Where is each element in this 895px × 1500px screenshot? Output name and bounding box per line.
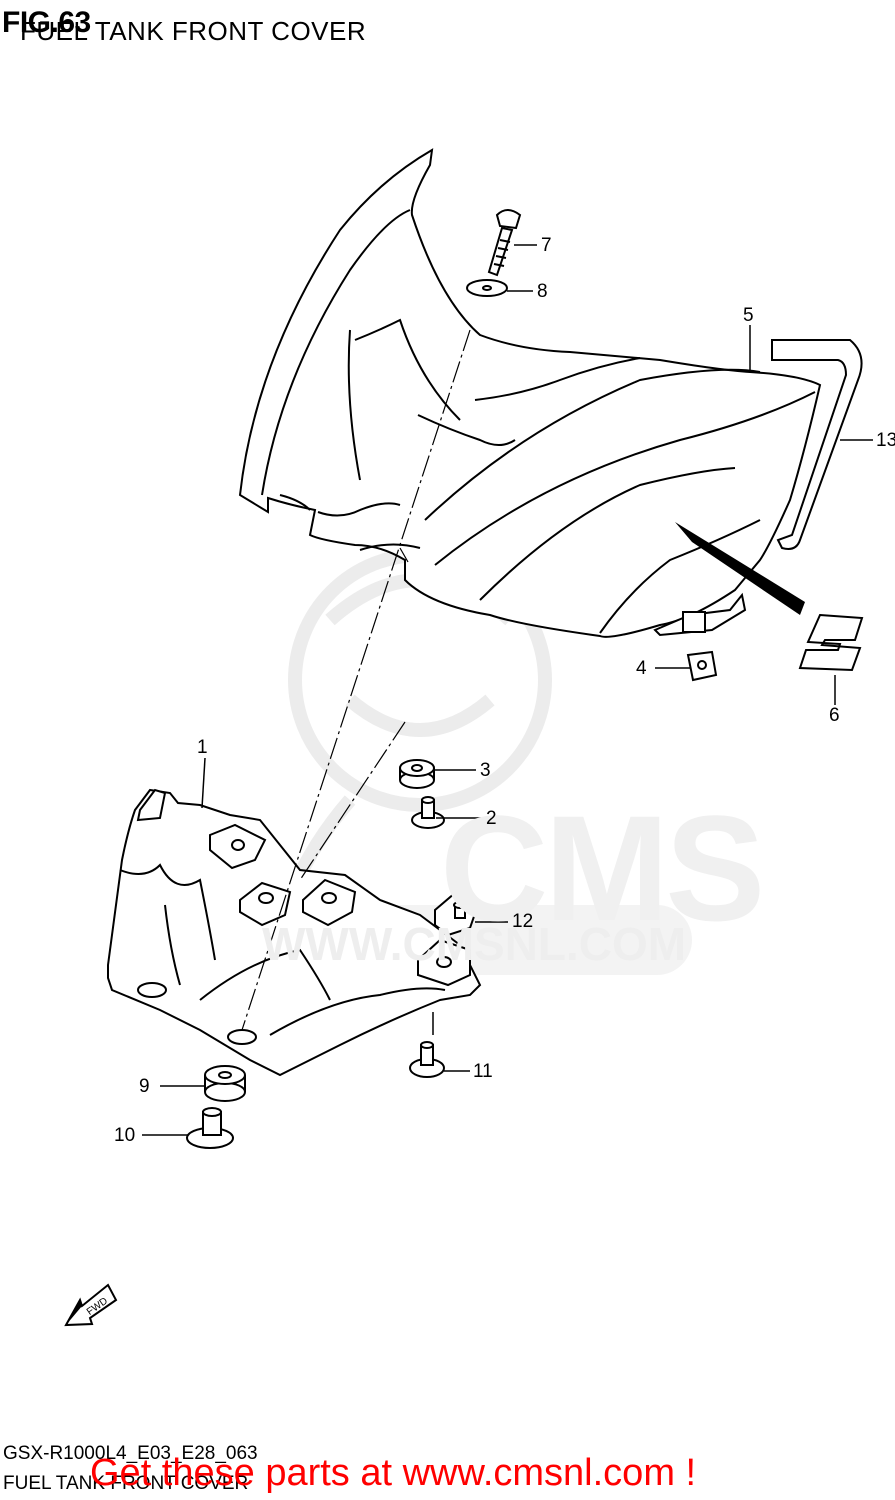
part-5-cover bbox=[238, 148, 822, 638]
footer-model-code: GSX-R1000L4_E03_E28_063 bbox=[3, 1443, 258, 1464]
part-11-bolt bbox=[409, 1041, 445, 1078]
leader-lines bbox=[142, 244, 873, 1136]
callout-7[interactable]: 7 bbox=[541, 235, 552, 256]
part-8-washer bbox=[466, 279, 508, 297]
callout-6[interactable]: 6 bbox=[829, 705, 840, 726]
assembly-lines bbox=[241, 329, 471, 1031]
part-10-collar bbox=[186, 1107, 234, 1149]
part-3-grommet bbox=[399, 759, 435, 789]
callout-3[interactable]: 3 bbox=[480, 760, 491, 781]
part-9-grommet bbox=[204, 1065, 246, 1102]
fwd-arrow-icon: FWD bbox=[64, 1283, 118, 1327]
callout-8[interactable]: 8 bbox=[537, 281, 548, 302]
figure-title: FIG.63 bbox=[2, 6, 91, 39]
watermark-url: WWW.CMSNL.COM bbox=[262, 918, 687, 970]
callout-2[interactable]: 2 bbox=[486, 808, 497, 829]
part-6-emblem bbox=[798, 613, 864, 672]
callout-4[interactable]: 4 bbox=[636, 658, 647, 679]
callout-10[interactable]: 10 bbox=[114, 1125, 136, 1146]
callout-13[interactable]: 13 bbox=[876, 430, 895, 451]
part-12-nut bbox=[434, 891, 480, 937]
figure-subtitle: FUEL TANK FRONT COVER bbox=[20, 16, 367, 46]
callout-11[interactable]: 11 bbox=[473, 1061, 493, 1082]
callout-1[interactable]: 1 bbox=[197, 737, 208, 758]
callout-5[interactable]: 5 bbox=[743, 305, 754, 326]
part-2-bolt bbox=[411, 796, 445, 829]
promo-link[interactable]: Get these parts at www.cmsnl.com ! bbox=[90, 1452, 697, 1494]
callout-9[interactable]: 9 bbox=[139, 1076, 150, 1097]
decal-stripe bbox=[675, 522, 805, 615]
watermark-big-text: CMS bbox=[440, 784, 765, 952]
part-1-bracket bbox=[107, 788, 482, 1077]
callout-12[interactable]: 12 bbox=[512, 911, 534, 932]
part-7-screw bbox=[487, 209, 522, 277]
part-13-trim bbox=[771, 339, 863, 550]
footer-figure-name: FUEL TANK FRONT COVER bbox=[3, 1473, 249, 1494]
part-4-clip bbox=[686, 650, 718, 682]
